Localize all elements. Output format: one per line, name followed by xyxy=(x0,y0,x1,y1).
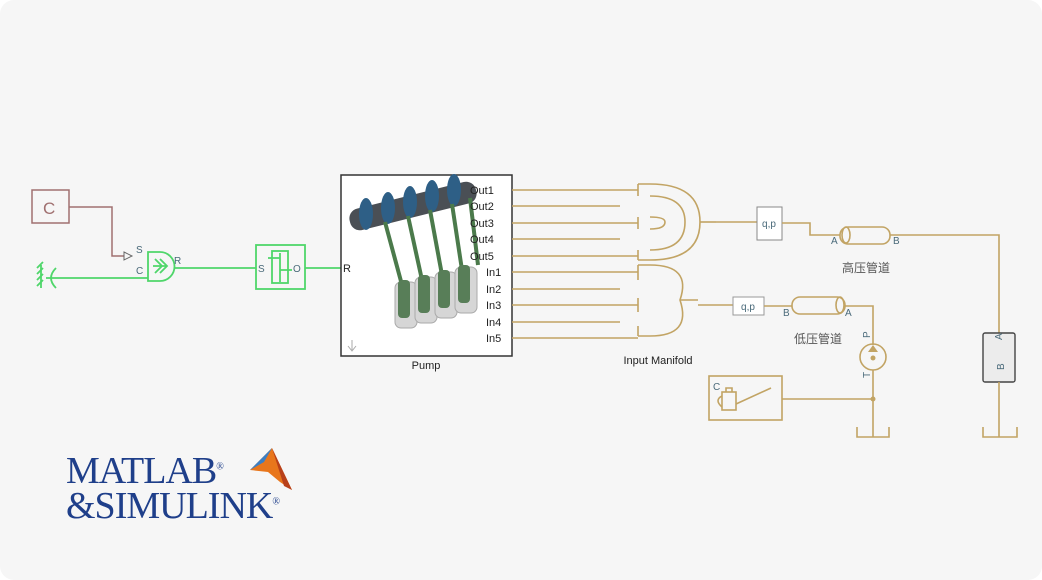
matlab-logo: MATLAB® xyxy=(66,450,224,492)
tank-icon xyxy=(856,370,890,438)
sensor-label: q,p xyxy=(741,302,755,313)
hydraulic-fluid-block[interactable]: C xyxy=(708,375,783,421)
clutch-block[interactable]: S C R xyxy=(136,245,181,282)
load-block[interactable]: A B xyxy=(982,332,1016,383)
flow-sensor-high-block[interactable]: q,p xyxy=(756,206,783,241)
pump-block[interactable]: R Out1 Out2 Out3 Out4 Out5 In1 In2 In3 I… xyxy=(340,174,513,357)
port-in1-label: In1 xyxy=(486,267,501,279)
port-r-label: R xyxy=(343,263,351,275)
fluid-port-label: C xyxy=(713,382,720,393)
flow-sensor-low-block[interactable]: q,p xyxy=(732,296,765,316)
low-pressure-pipe-block[interactable]: B A xyxy=(783,296,852,319)
port-s-label: S xyxy=(136,245,143,256)
tank-icon xyxy=(982,382,1018,438)
port-out1-label: Out1 xyxy=(470,185,494,197)
pump-name: Pump xyxy=(412,360,441,372)
registered-mark: ® xyxy=(272,496,280,508)
port-in5-label: In5 xyxy=(486,333,501,345)
logo-line1: MATLAB xyxy=(66,450,217,492)
port-p-label: P xyxy=(862,331,873,338)
port-out4-label: Out4 xyxy=(470,234,494,246)
port-b-label: B xyxy=(893,236,900,247)
port-t-label: T xyxy=(862,372,873,378)
high-pressure-pipe-block[interactable]: A B xyxy=(831,226,900,247)
simulink-logo: &SIMULINK® xyxy=(66,485,280,527)
port-s-label: S xyxy=(258,264,265,275)
input-manifold-block[interactable] xyxy=(637,183,716,337)
port-b-label: B xyxy=(996,363,1007,370)
port-out5-label: Out5 xyxy=(470,251,494,263)
high-pipe-name: 高压管道 xyxy=(842,260,890,275)
constant-block[interactable]: C xyxy=(31,189,70,224)
hydraulic-lines xyxy=(512,189,638,339)
port-in2-label: In2 xyxy=(486,284,501,296)
motion-sensor-block[interactable]: S O xyxy=(255,244,306,290)
mechanical-reference-icon xyxy=(36,261,57,289)
low-pipe-name: 低压管道 xyxy=(794,331,842,346)
port-b-label: B xyxy=(783,308,790,319)
oil-can-icon xyxy=(717,387,772,411)
arrow-down-icon xyxy=(347,340,357,352)
port-a-label: A xyxy=(845,308,852,319)
port-out2-label: Out2 xyxy=(470,201,494,213)
port-in3-label: In3 xyxy=(486,300,501,312)
port-c-label: C xyxy=(136,266,143,277)
sensor-label: q,p xyxy=(762,219,776,230)
port-a-label: A xyxy=(831,236,838,247)
logo-line2: &SIMULINK xyxy=(66,485,273,527)
port-out3-label: Out3 xyxy=(470,218,494,230)
manifold-name: Input Manifold xyxy=(623,355,692,367)
registered-mark: ® xyxy=(216,461,224,473)
port-r-label: R xyxy=(174,256,181,267)
port-o-label: O xyxy=(293,264,301,275)
signal-line xyxy=(69,206,124,257)
port-a-label: A xyxy=(994,333,1005,340)
arrow-icon xyxy=(123,251,134,261)
pump-illustration-icon xyxy=(349,174,480,329)
port-in4-label: In4 xyxy=(486,317,501,329)
constant-label: C xyxy=(43,199,55,218)
